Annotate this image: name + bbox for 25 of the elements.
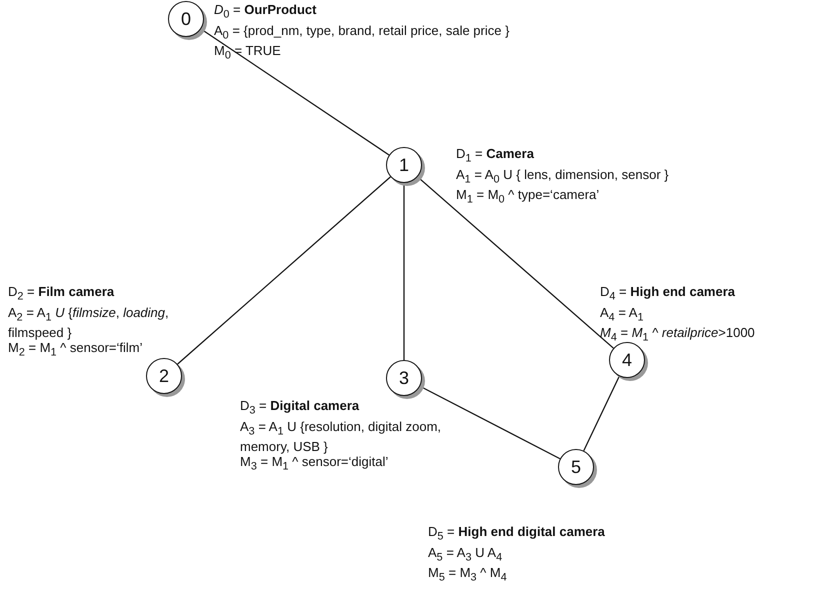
- circle-node: 0: [168, 1, 204, 37]
- formula-text: D$_{1}$ = Camera: [456, 146, 535, 167]
- formula-text: D$_{3}$ = Digital camera: [240, 398, 360, 419]
- formula-text: A$_{5}$ = A$_{3}$ U A$_{4}$: [428, 544, 504, 566]
- formula-text: A$_{1}$ = A$_{0}$ U { lens, dimension, sensor }: [456, 166, 669, 188]
- circle-node: 5: [558, 449, 594, 485]
- formula-text: D$_{5}$ = High end digital camera: [428, 524, 605, 545]
- formula-text: A$_{3}$ = A$_{1}$ U {resolution, digital zoom, memory, USB }: [240, 418, 442, 454]
- formula-text: D$_{4}$ = High end camera: [600, 284, 736, 305]
- formula-text: D$_{0}$ = OurProduct: [214, 2, 318, 23]
- formula-text: M$_{1}$ = M$_{0}$ ^ type=‘camera’: [456, 187, 600, 208]
- formula-text: A$_{0}$ = {prod_nm, type, brand, retail price, sale price }: [214, 22, 510, 44]
- circle-node: 4: [609, 342, 645, 378]
- circle-node: 1: [386, 147, 422, 183]
- formula-text: M$_{2}$ = M$_{1}$ ^ sensor=‘film’: [8, 340, 144, 361]
- formula-text: A$_{4}$ = A$_{1}$: [600, 304, 645, 326]
- formula-text: A$_{2}$ = A$_{1}$ U {filmsize, loading, filmspeed }: [8, 304, 170, 340]
- connector-line: [177, 176, 391, 365]
- circle-node: 2: [146, 358, 182, 394]
- connector-line: [583, 376, 620, 451]
- formula-text: M$_{5}$ = M$_{3}$ ^ M$_{4}$: [428, 565, 508, 586]
- circle-node: 3: [386, 360, 422, 396]
- formula-text: M$_{3}$ = M$_{1}$ ^ sensor=‘digital’: [240, 454, 390, 475]
- connector-line: [403, 183, 405, 360]
- formula-text: D$_{2}$ = Film camera: [8, 284, 116, 305]
